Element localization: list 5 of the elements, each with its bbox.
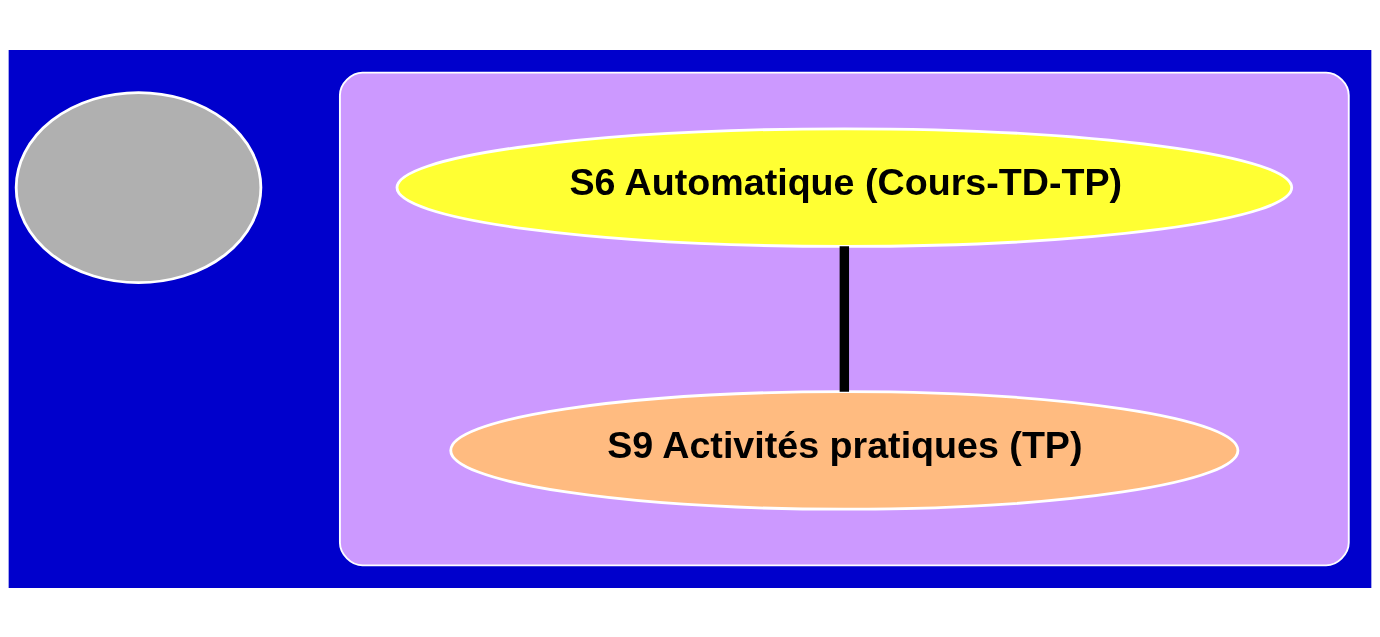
node-ellipse — [14, 90, 263, 284]
connector — [839, 245, 850, 392]
cluster — [339, 71, 1350, 566]
node-ellipse: S9 Activités pratiques (TP) — [449, 389, 1240, 511]
node-ellipse: S6 Automatique (Cours-TD-TP) — [395, 126, 1294, 248]
